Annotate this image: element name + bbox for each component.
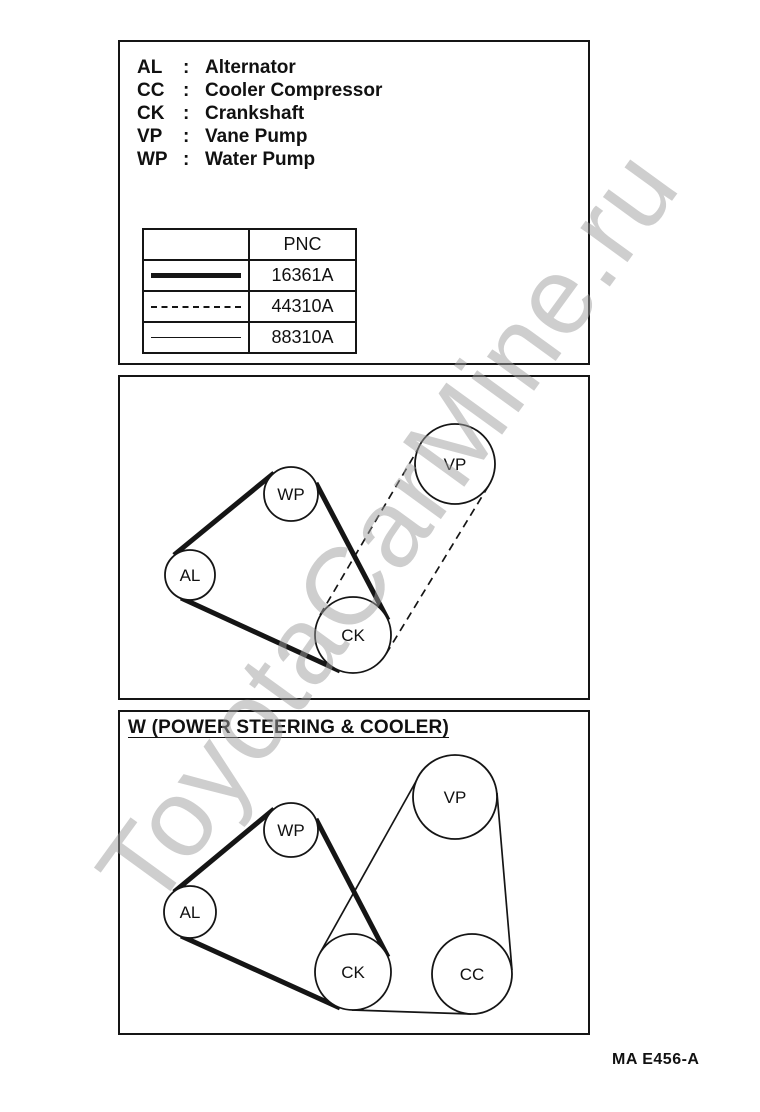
figure-code: MA E456-A [612,1051,700,1068]
line-sample-cell [142,290,250,323]
legend-item-ck: CK : Crankshaft [137,102,588,125]
pnc-table-row-16361a: 16361A [142,259,357,292]
legend-list: AL : Alternator CC : Cooler Compressor C… [120,42,588,171]
pulley-vane-pump [414,423,496,505]
line-sample-cell [142,259,250,292]
line-sample-header-cell [142,228,250,261]
belt-44310a-segment-left [319,443,422,616]
legend-abbr: VP [137,126,163,147]
legend-abbr: CC [137,80,165,101]
pnc-table-header-row: PNC [142,228,357,261]
belt-diagram-standard: VP WP AL CK [164,423,496,674]
legend-label: Alternator [205,57,296,78]
belt-diagram-ps-cooler-box: W (POWER STEERING & COOLER) VP WP AL CK … [118,710,590,1035]
legend-box: AL : Alternator CC : Cooler Compressor C… [118,40,590,365]
pulley-vane-pump [412,754,498,840]
belt-88310a-segment-vp-ck [319,775,420,954]
legend-item-wp: WP : Water Pump [137,148,588,171]
legend-separator: : [183,126,190,147]
pnc-table: PNC 16361A 44310A 88310A [142,228,357,354]
legend-label: Crankshaft [205,103,305,124]
pulley-crankshaft [314,596,392,674]
pnc-value: 88310A [248,321,357,354]
legend-label: Water Pump [205,149,316,170]
legend-separator: : [183,149,190,170]
pulley-water-pump [263,802,319,858]
belt-16361a-segment-ck-al [179,595,342,674]
legend-label: Cooler Compressor [205,80,383,101]
pulley-cooler-compressor [431,933,513,1015]
belt-88310a-segment-ck-cc [351,1009,472,1015]
legend-abbr: AL [137,57,163,78]
pnc-column-header: PNC [248,228,357,261]
belt-diagram-standard-box: VP WP AL CK [118,375,590,700]
pulley-label-vp: VP [444,788,467,807]
belt-44310a-segment-right [385,484,490,655]
pnc-table-row-88310a: 88310A [142,321,357,354]
belt-diagram-ps-cooler: VP WP AL CK CC [163,754,513,1015]
legend-separator: : [183,80,190,101]
pulley-label-ck: CK [341,626,365,645]
pnc-value: 44310A [248,290,357,323]
pulley-water-pump [263,466,319,522]
pulley-label-wp: WP [277,485,304,504]
belt-16361a-segment-al-wp [172,471,276,557]
legend-separator: : [183,57,190,78]
pulley-crankshaft [314,933,392,1011]
pulley-label-ck: CK [341,963,365,982]
belt-16361a-segment-al-wp [172,807,276,894]
line-sample-cell [142,321,250,354]
thin-line-sample [151,337,241,338]
pnc-table-row-44310a: 44310A [142,290,357,323]
pulley-label-wp: WP [277,821,304,840]
belt-16361a-segment-ck-al [179,933,342,1011]
pnc-value: 16361A [248,259,357,292]
diagram-title: W (POWER STEERING & COOLER) [128,717,450,738]
pulley-label-vp: VP [444,455,467,474]
pulley-alternator [163,885,217,939]
belt-16361a-segment-wp-ck [313,817,391,959]
belt-16361a-segment-wp-ck [313,481,391,622]
legend-abbr: WP [137,149,168,170]
legend-item-vp: VP : Vane Pump [137,125,588,148]
dashed-line-sample [151,305,241,308]
legend-item-cc: CC : Cooler Compressor [137,79,588,102]
legend-item-al: AL : Alternator [137,56,588,79]
belt-88310a-segment-cc-vp [496,792,513,971]
legend-abbr: CK [137,103,165,124]
pulley-label-cc: CC [460,965,485,984]
pulley-alternator [164,549,216,601]
legend-separator: : [183,103,190,124]
legend-label: Vane Pump [205,126,308,147]
pulley-label-al: AL [180,903,201,922]
pulley-label-al: AL [180,566,201,585]
thick-line-sample [151,273,241,278]
